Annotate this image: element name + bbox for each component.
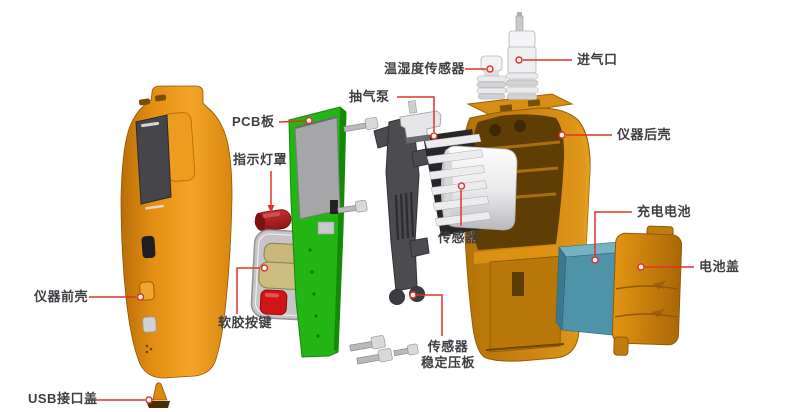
label-rubber-buttons: 软胶按键 (218, 315, 273, 330)
label-sensor-plate-line2: 稳定压板 (420, 355, 475, 370)
leader-dot-front-shell (136, 293, 145, 301)
label-sensor-plate-line1: 传感器 (427, 339, 469, 354)
indicator-cover-part (254, 209, 292, 232)
label-rear-shell: 仪器后壳 (617, 127, 672, 142)
label-battery: 充电电池 (637, 204, 692, 219)
label-air-inlet: 进气口 (577, 52, 618, 67)
leader-dot-rubber-buttons (260, 264, 269, 272)
leader-dot-battery (591, 256, 599, 264)
label-indicator-light-cover: 指示灯罩 (233, 152, 288, 167)
label-front-shell: 仪器前壳 (34, 289, 89, 304)
leader-dot-rear-shell (558, 131, 566, 139)
standoff-screws (337, 116, 419, 365)
label-air-pump: 抽气泵 (349, 89, 390, 104)
leader-arrow-indicator-cover (267, 205, 275, 213)
leader-rubber-buttons (236, 267, 260, 314)
leader-air-pump (397, 96, 435, 132)
battery-part (555, 241, 627, 337)
label-sensor-stabilizer-plate: 传感器 稳定压板 (413, 339, 483, 371)
temp-humidity-sensor-part (476, 55, 507, 100)
leader-pcb (278, 120, 306, 123)
battery-cover-part (611, 225, 683, 356)
label-pcb-board: PCB板 (232, 114, 275, 129)
leader-battery (594, 211, 632, 256)
pump-assembly-part (399, 100, 518, 236)
leader-dot-air-pump (430, 132, 438, 140)
leader-dot-sensor-plate (409, 291, 417, 299)
front-shell-part (120, 85, 233, 379)
air-inlet-part (505, 12, 539, 100)
label-sensor: 传感器 (438, 230, 479, 245)
leader-lines (88, 56, 694, 404)
leader-dot-sensor (457, 182, 466, 190)
leader-dot-temp-humidity-sensor (486, 65, 494, 73)
label-usb-port-cover: USB接口盖 (28, 391, 98, 406)
leader-sensor-plate (417, 294, 443, 336)
label-battery-cover: 电池盖 (699, 259, 740, 274)
leader-dot-pcb (305, 116, 313, 125)
leader-dot-battery-cover (637, 263, 645, 271)
stabilizer-plate-part (373, 115, 434, 305)
leader-dot-usb-cover (145, 396, 153, 404)
leader-dot-air-inlet (515, 56, 523, 64)
pcb-part (288, 106, 347, 358)
label-temp-humidity-sensor: 温湿度传感器 (384, 61, 466, 76)
usb-cover-part (146, 382, 170, 408)
